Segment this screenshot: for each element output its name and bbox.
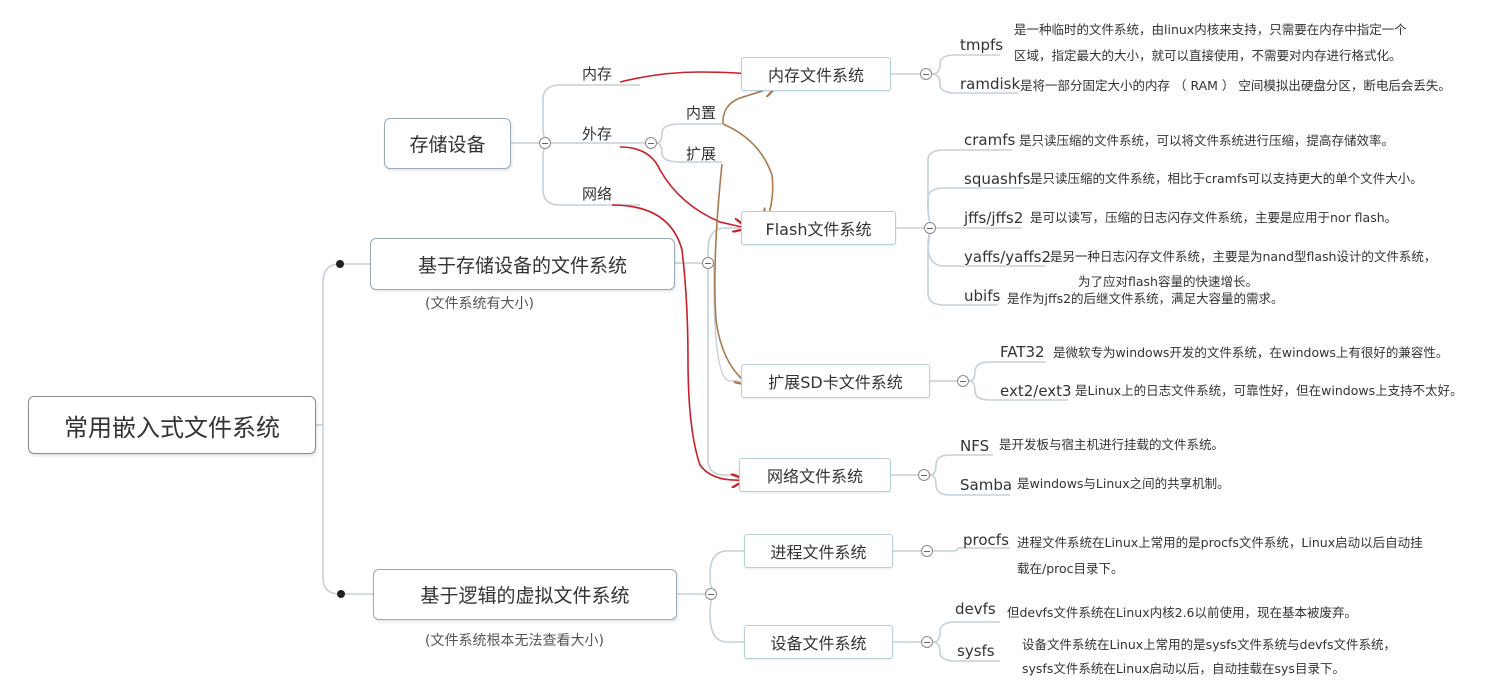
desc-ramdisk: 是将一部分固定大小的内存 （ RAM ） 空间模拟出硬盘分区，断电后会丢失。 [1020, 78, 1451, 93]
desc-sysfs-line2: sysfs文件系统在Linux启动以后，自动挂载在sys目录下。 [1022, 661, 1345, 676]
leaf-devfs: devfs [955, 600, 996, 618]
desc-ubifs: 是作为jffs2的后继文件系统，满足大容量的需求。 [1007, 291, 1284, 306]
desc-squashfs: 是只读压缩的文件系统，相比于cramfs可以支持更大的单个文件大小。 [1030, 171, 1423, 186]
desc-tmpfs-line1: 是一种临时的文件系统，由linux内核来支持，只需要在内存中指定一个 [1014, 22, 1407, 37]
label-memory: 内存 [582, 65, 613, 83]
leaf-nfs: NFS [960, 437, 990, 455]
collapse-net-fs[interactable] [918, 469, 930, 481]
arrow-extended-to-sd-fs [714, 163, 748, 384]
desc-procfs-line1: 进程文件系统在Linux上常用的是procfs文件系统，Linux启动以后自动挂 [1017, 535, 1423, 550]
leaf-sysfs: sysfs [957, 642, 995, 660]
desc-procfs-line2: 载在/proc目录下。 [1017, 561, 1124, 576]
desc-fat32: 是微软专为windows开发的文件系统，在windows上有很好的兼容性。 [1053, 345, 1449, 360]
leaf-ext2: ext2/ext3 [1000, 382, 1072, 400]
branch-dot-logic [337, 590, 345, 598]
leaf-squashfs: squashfs [964, 170, 1031, 188]
desc-jffs: 是可以读写，压缩的日志闪存文件系统，主要是应用于nor flash。 [1030, 210, 1398, 225]
leaf-samba: Samba [960, 476, 1013, 494]
leaf-ramdisk: ramdisk [960, 75, 1021, 93]
desc-sysfs-line1: 设备文件系统在Linux上常用的是sysfs文件系统与devfs文件系统， [1022, 637, 1396, 652]
label-builtin: 内置 [686, 104, 717, 122]
collapse-branch-logic[interactable] [705, 588, 717, 600]
desc-devfs: 但devfs文件系统在Linux内核2.6以前使用，现在基本被废弃。 [1007, 605, 1357, 620]
flash-fs-node[interactable]: Flash文件系统 [741, 211, 896, 245]
leaf-ubifs: ubifs [964, 287, 1001, 305]
leaf-jffs: jffs/jffs2 [964, 209, 1024, 227]
storage-device-node[interactable]: 存储设备 [384, 118, 511, 169]
desc-samba: 是windows与Linux之间的共享机制。 [1017, 476, 1230, 491]
branch-dot-storage [336, 260, 344, 268]
dev-fs-node[interactable]: 设备文件系统 [744, 625, 893, 659]
branch-logic-node[interactable]: 基于逻辑的虚拟文件系统 [373, 569, 677, 620]
collapse-storage-device[interactable] [539, 137, 551, 149]
leaf-procfs: procfs [963, 531, 1009, 549]
arrow-builtin-to-memory-fs [722, 86, 776, 125]
root-node[interactable]: 常用嵌入式文件系统 [28, 396, 316, 454]
desc-nfs: 是开发板与宿主机进行挂载的文件系统。 [999, 437, 1225, 452]
label-network: 网络 [582, 185, 613, 203]
leaf-yaffs: yaffs/yaffs2 [964, 248, 1052, 266]
sd-fs-node[interactable]: 扩展SD卡文件系统 [741, 364, 930, 398]
arrow-network-to-net-fs [611, 204, 744, 480]
desc-yaffs-line2: 为了应对flash容量的快速增长。 [1078, 274, 1258, 289]
collapse-external[interactable] [645, 137, 657, 149]
branch-storage-note: (文件系统有大小) [425, 296, 534, 312]
branch-storage-node[interactable]: 基于存储设备的文件系统 [370, 238, 675, 290]
branch-logic-note: (文件系统根本无法查看大小) [425, 633, 604, 649]
collapse-proc-fs[interactable] [921, 545, 933, 557]
leaf-fat32: FAT32 [1000, 343, 1045, 361]
label-external: 外存 [582, 125, 613, 143]
desc-yaffs-line1: 是另一种日志闪存文件系统，主要是为nand型flash设计的文件系统， [1050, 249, 1437, 264]
collapse-memory-fs[interactable] [920, 68, 932, 80]
collapse-dev-fs[interactable] [921, 636, 933, 648]
collapse-branch-storage[interactable] [702, 257, 714, 269]
arrow-builtin-to-flash-fs [722, 123, 773, 222]
net-fs-node[interactable]: 网络文件系统 [739, 458, 891, 492]
desc-tmpfs-line2: 区域，指定最大的大小，就可以直接使用，不需要对内存进行格式化。 [1014, 48, 1402, 63]
label-extended: 扩展 [686, 145, 717, 163]
collapse-sd-fs[interactable] [957, 375, 969, 387]
arrow-external-to-flash-fs [619, 146, 746, 228]
collapse-flash-fs[interactable] [924, 222, 936, 234]
leaf-cramfs: cramfs [964, 131, 1016, 149]
leaf-tmpfs: tmpfs [960, 36, 1004, 54]
desc-cramfs: 是只读压缩的文件系统，可以将文件系统进行压缩，提高存储效率。 [1019, 133, 1395, 148]
desc-ext2: 是Linux上的日志文件系统，可靠性好，但在windows上支持不太好。 [1075, 383, 1463, 398]
memory-fs-node[interactable]: 内存文件系统 [741, 57, 891, 91]
proc-fs-node[interactable]: 进程文件系统 [744, 534, 893, 568]
